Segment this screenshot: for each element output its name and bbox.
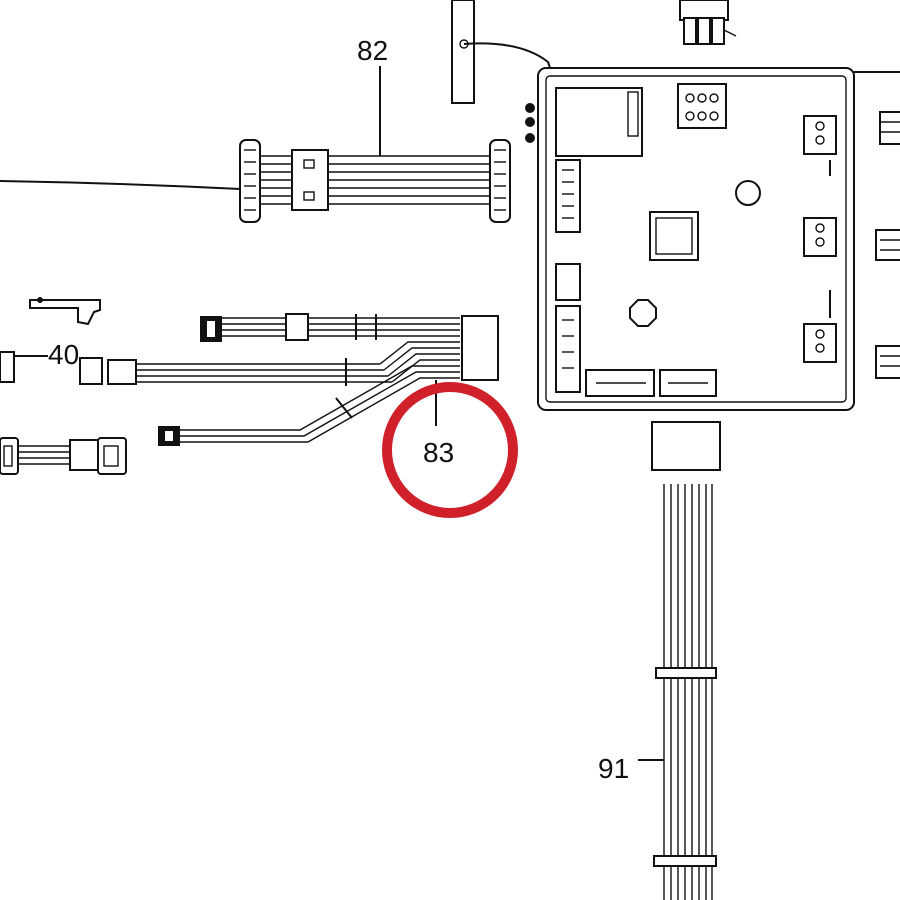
harness-83 — [136, 313, 499, 446]
edge-connectors-right — [875, 111, 900, 379]
harness-91 — [638, 421, 721, 900]
control-board — [525, 67, 900, 411]
small-bracket — [29, 297, 101, 326]
label-91: 91 — [598, 753, 629, 784]
label-40: 40 — [48, 339, 79, 370]
part-40-connector — [0, 351, 137, 385]
top-connector — [679, 0, 737, 45]
highlight-circle-83 — [382, 382, 518, 518]
label-82: 82 — [357, 35, 388, 66]
harness-82 — [0, 66, 511, 223]
label-83: 83 — [423, 437, 454, 468]
bottom-left-connector — [0, 437, 127, 475]
